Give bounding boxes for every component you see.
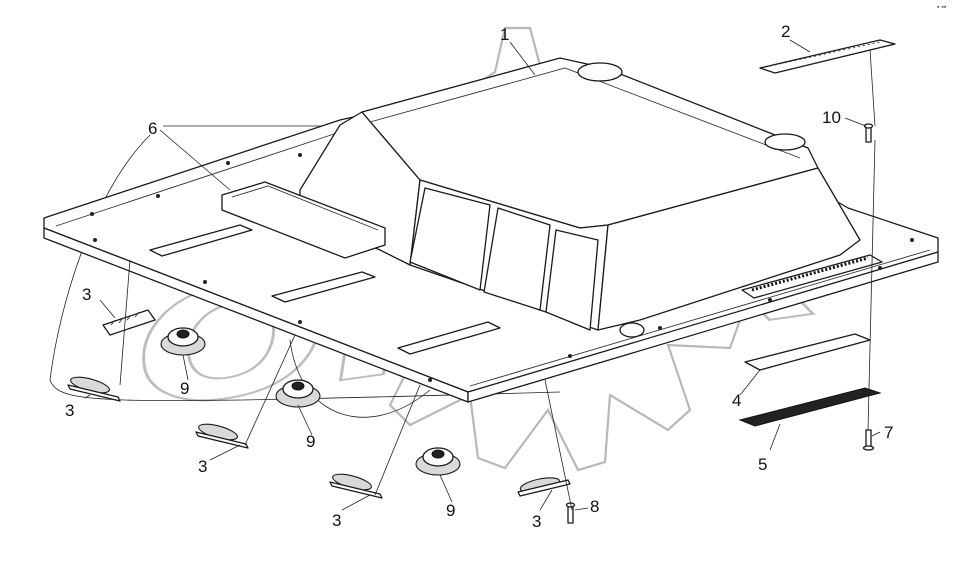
callout-4: 4 xyxy=(732,391,741,410)
callout-5: 5 xyxy=(758,455,767,474)
hood-bump xyxy=(619,322,645,338)
part-3-bumper xyxy=(102,309,156,336)
callout-9: 9 xyxy=(180,379,189,398)
floor-slot xyxy=(397,321,501,355)
part-9-mount xyxy=(415,447,461,476)
part-2-cover-plate xyxy=(759,39,896,74)
part-3-bumper xyxy=(329,473,383,499)
corner-mark: ▪ ▪▪ xyxy=(937,4,947,11)
callout-3: 3 xyxy=(65,401,74,420)
callout-9: 9 xyxy=(446,501,455,520)
screw-10 xyxy=(863,123,874,143)
part-5-mat xyxy=(738,387,882,427)
callout-6: 6 xyxy=(148,119,157,138)
callout-3: 3 xyxy=(198,457,207,476)
callout-8: 8 xyxy=(590,497,599,516)
bolt-holes xyxy=(90,153,914,382)
screw-8 xyxy=(565,502,576,524)
floor-slot xyxy=(149,224,253,257)
part-3-bumper xyxy=(195,423,249,449)
hood-bump xyxy=(764,133,806,151)
callout-3: 3 xyxy=(532,512,541,531)
callout-9: 9 xyxy=(306,432,315,451)
floor-slot xyxy=(271,271,376,303)
leader-lines xyxy=(84,39,881,511)
callout-3: 3 xyxy=(332,511,341,530)
part-9-mount xyxy=(275,379,321,408)
callout-10: 10 xyxy=(822,108,841,127)
callout-labels: 1 2 3 3 3 3 3 4 5 6 7 8 9 9 9 10 xyxy=(65,22,893,531)
floor-panel-right-edge xyxy=(467,251,939,403)
hood-window xyxy=(545,229,599,331)
part-9-mount xyxy=(160,327,206,356)
callout-2: 2 xyxy=(781,22,790,41)
hood-right-face xyxy=(597,167,861,331)
hood-window xyxy=(409,187,491,291)
part-6-channel xyxy=(221,181,386,259)
screw-7 xyxy=(862,429,875,451)
part-3-bumper xyxy=(517,477,571,497)
hood-bump xyxy=(577,62,623,82)
callout-3: 3 xyxy=(82,285,91,304)
hood-window xyxy=(483,207,551,311)
callout-1: 1 xyxy=(500,25,509,44)
grille-strip xyxy=(741,254,883,299)
part-3-bumper xyxy=(67,376,121,402)
callout-7: 7 xyxy=(884,423,893,442)
